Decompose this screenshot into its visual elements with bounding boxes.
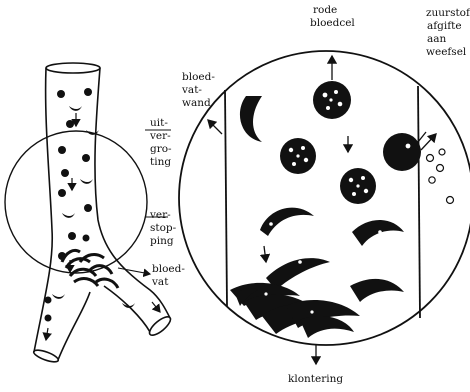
label-verstopping: ver- stop- ping: [149, 209, 180, 247]
clot: [230, 283, 360, 338]
label-bloedvat: bloed- vat: [151, 263, 188, 288]
normal-red-blood-cell: [383, 133, 421, 171]
sickle-cells: [240, 96, 404, 302]
left-vessel-cells: [45, 88, 136, 322]
vessel-wall-right: [418, 86, 420, 318]
label-uitvergroting: uit- ver- gro- ting: [149, 117, 175, 168]
normal-red-blood-cell: [340, 168, 376, 204]
label-zuurstofafgifte: zuurstof- afgifte aan weefsel: [426, 7, 470, 58]
label-rode-bloedcel: rode bloedcel: [310, 4, 355, 29]
label-klontering: klontering: [288, 373, 343, 385]
normal-red-blood-cell: [280, 138, 316, 174]
vessel-wall-left: [225, 90, 227, 306]
normal-red-blood-cell: [313, 81, 351, 119]
oxygen-bubbles: [427, 149, 454, 204]
